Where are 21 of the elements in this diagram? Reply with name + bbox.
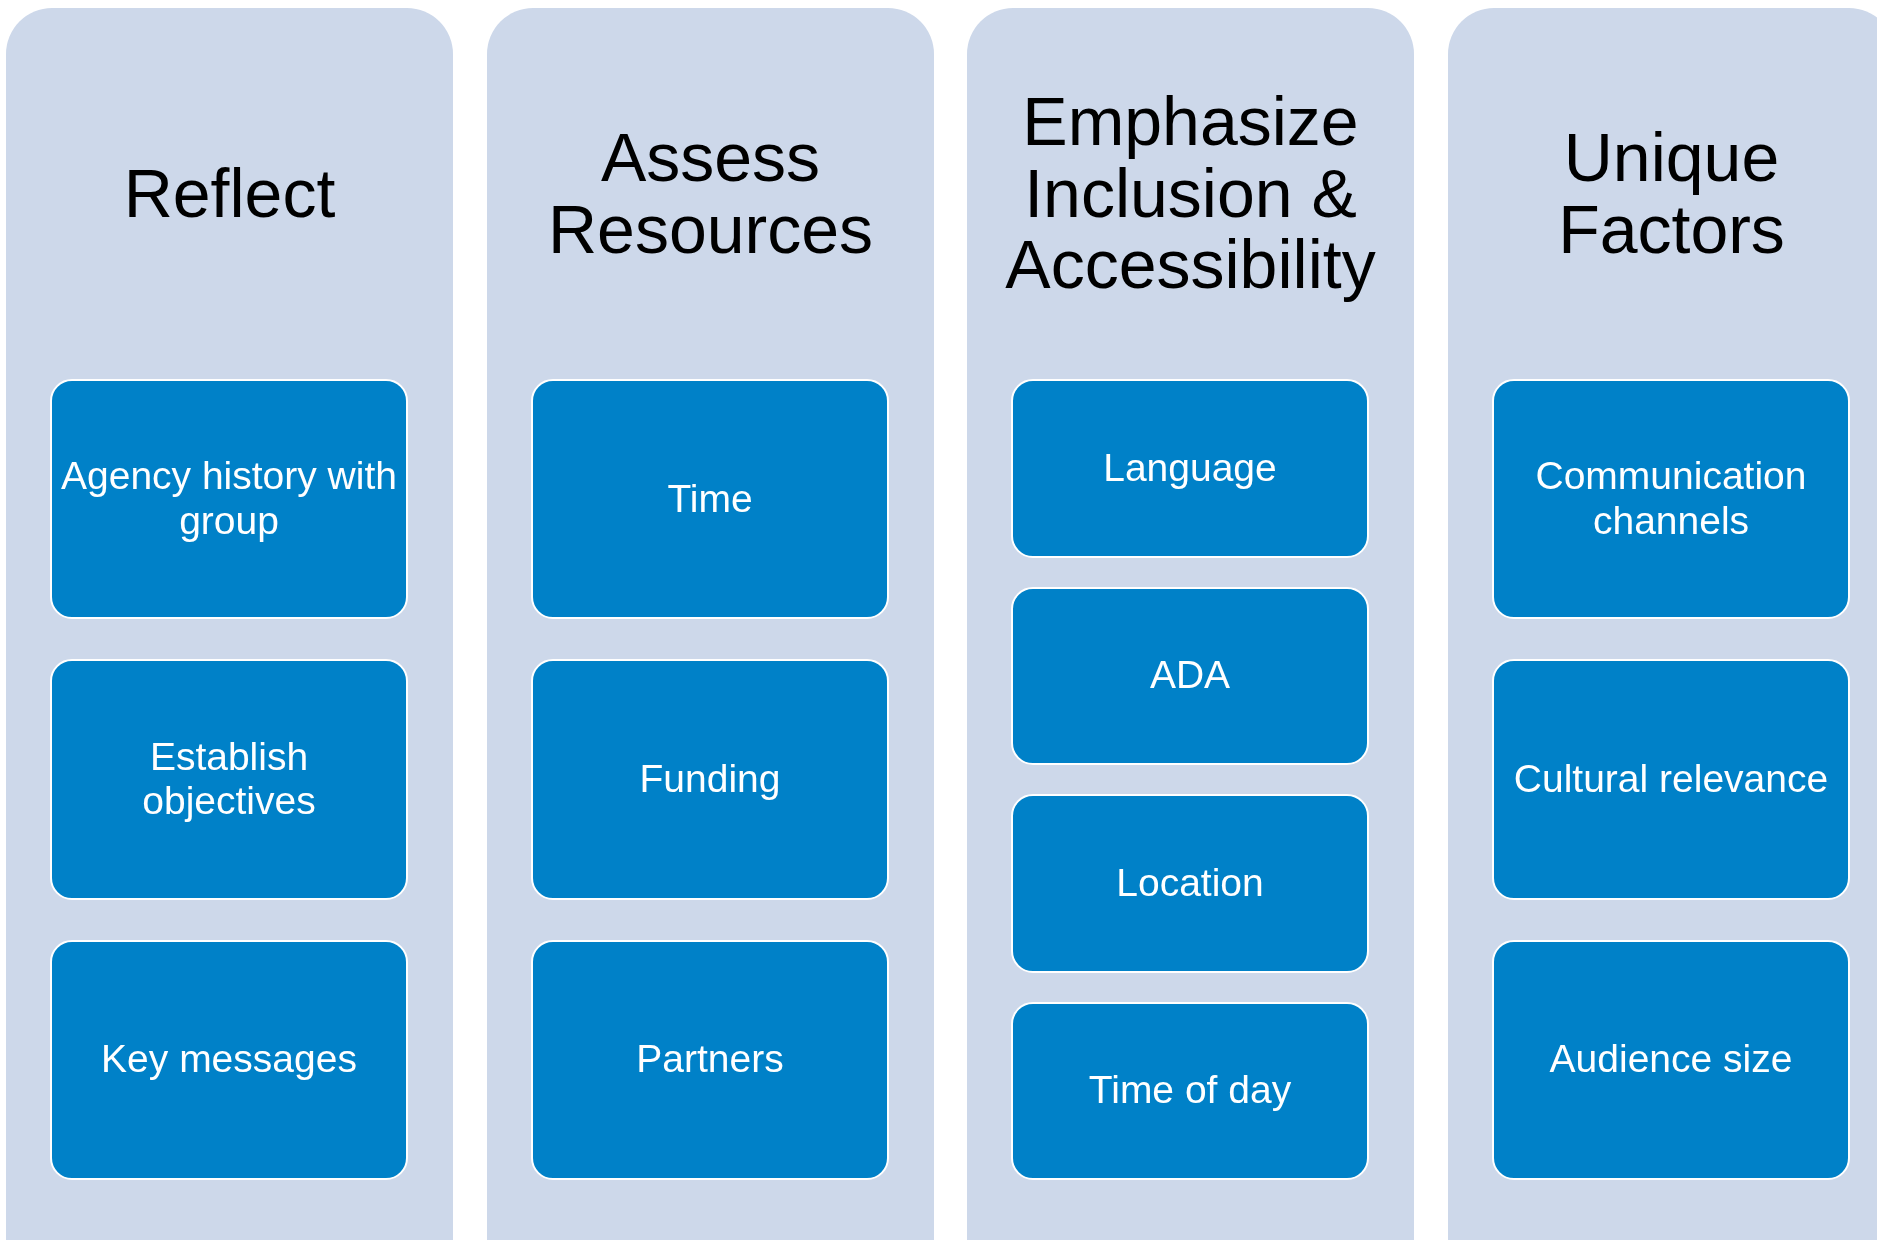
- topic-card: Location: [1011, 794, 1369, 973]
- column-panel: [967, 8, 1414, 1240]
- column-heading: Emphasize Inclusion & Accessibility: [1004, 86, 1377, 301]
- topic-card: ADA: [1011, 586, 1369, 765]
- topic-card: Communication channels: [1492, 379, 1850, 620]
- column-panel: [487, 8, 934, 1240]
- column-panel: [1448, 8, 1877, 1240]
- topic-card: Key messages: [50, 939, 408, 1180]
- column-heading: Unique Factors: [1557, 122, 1786, 265]
- topic-card: Cultural relevance: [1492, 659, 1850, 900]
- topic-card: Time of day: [1011, 1001, 1369, 1180]
- topic-card: Funding: [531, 659, 889, 900]
- column-heading: Reflect: [123, 157, 336, 230]
- topic-card: Time: [531, 379, 889, 620]
- topic-card: Agency history with group: [50, 379, 408, 620]
- topic-card: Audience size: [1492, 939, 1850, 1180]
- column-panel: [6, 8, 453, 1240]
- topic-card: Language: [1011, 379, 1369, 558]
- topic-card: Partners: [531, 939, 889, 1180]
- column-heading: Assess Resources: [547, 122, 874, 265]
- topic-card: Establish objectives: [50, 659, 408, 900]
